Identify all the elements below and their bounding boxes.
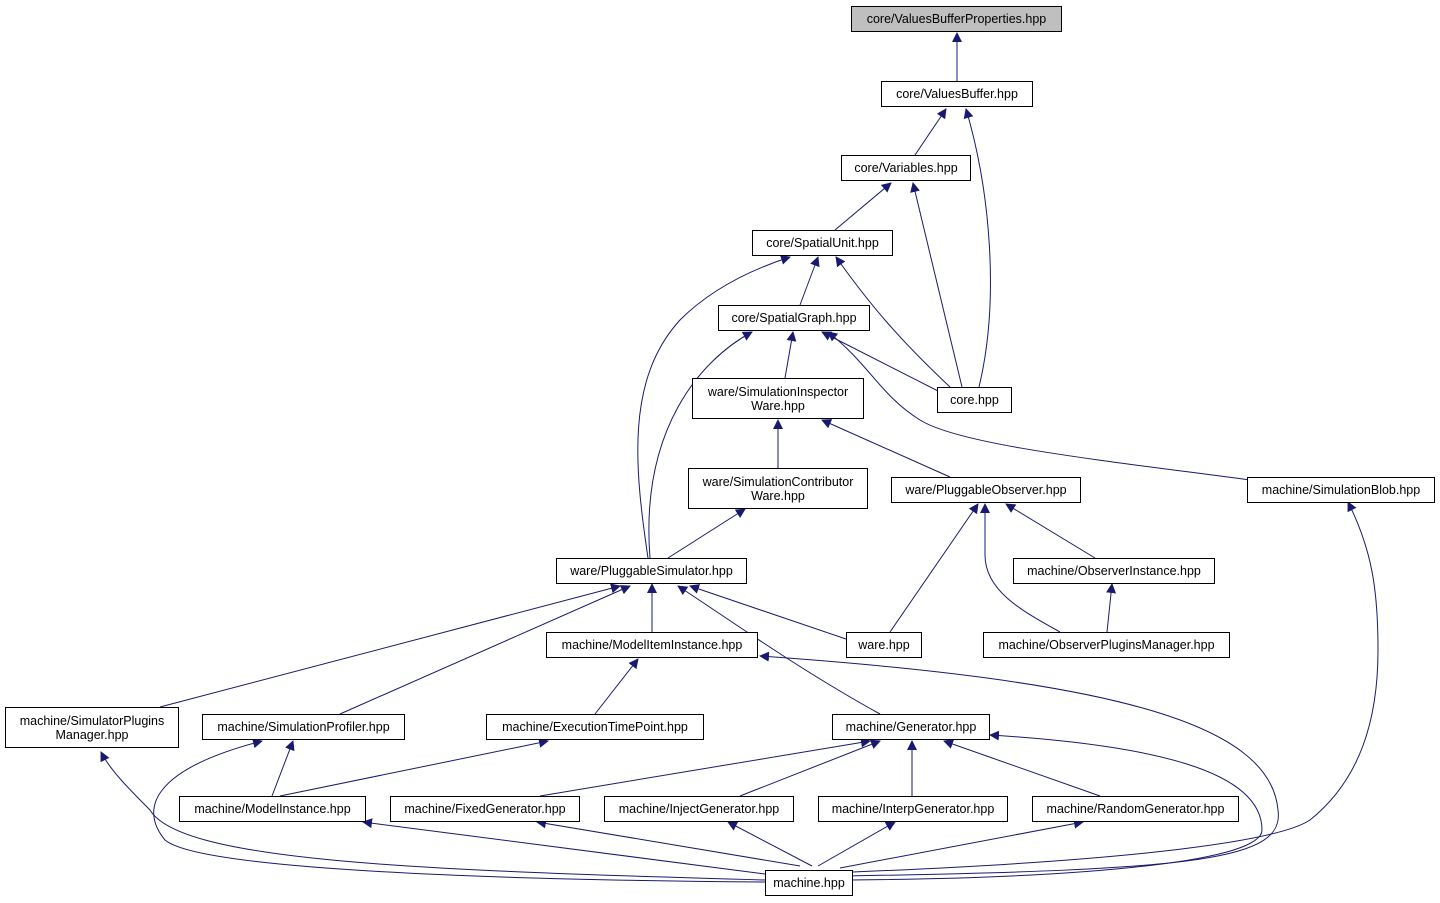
edge-mi-sp (271, 740, 295, 797)
node-machine-observerinstance[interactable]: machine/ObserverInstance.hpp (1013, 558, 1215, 584)
node-machine-randomgenerator[interactable]: machine/RandomGenerator.hpp (1032, 796, 1239, 822)
node-core-spatialunit[interactable]: core/SpatialUnit.hpp (752, 230, 893, 256)
edge-ps-scw (667, 508, 746, 559)
node-machine-observerpluginsmanager[interactable]: machine/ObserverPluginsManager.hpp (983, 632, 1230, 658)
node-machine-generator[interactable]: machine/Generator.hpp (832, 714, 990, 740)
edge-spm-ps (159, 583, 621, 708)
edge-var-vb (914, 108, 947, 156)
node-ware[interactable]: ware.hpp (846, 632, 922, 658)
edge-rg-gen (943, 739, 1101, 797)
edge-sb-sg (827, 331, 1251, 481)
edge-siw-sg (784, 331, 797, 379)
node-machine-executiontimepoint[interactable]: machine/ExecutionTimePoint.hpp (486, 714, 704, 740)
edge-ware-ps (689, 584, 847, 640)
edge-core-var (910, 182, 963, 388)
edge-fg-gen (539, 737, 871, 797)
edge-mi-etp (279, 737, 549, 797)
edge-mach-ipg (817, 821, 896, 867)
node-machine[interactable]: machine.hpp (765, 870, 853, 896)
edge-core-sg (821, 331, 941, 393)
edge-mach-spm (100, 751, 766, 881)
edge-core-vb (963, 108, 991, 388)
edge-mach-sb (852, 501, 1379, 873)
edge-oi-po (1005, 503, 1096, 559)
edge-ps-sg (648, 331, 753, 559)
node-machine-modeliteminstance[interactable]: machine/ModelItemInstance.hpp (546, 632, 758, 658)
node-core-spatialgraph[interactable]: core/SpatialGraph.hpp (718, 305, 870, 331)
edge-mach-sp (153, 738, 766, 883)
node-machine-simulationprofiler[interactable]: machine/SimulationProfiler.hpp (202, 714, 405, 740)
node-machine-interpgenerator[interactable]: machine/InterpGenerator.hpp (818, 796, 1008, 822)
edge-ps-su (637, 255, 791, 559)
node-machine-fixedgenerator[interactable]: machine/FixedGenerator.hpp (390, 796, 580, 822)
node-ware-simulationinspectorware[interactable]: ware/SimulationInspector Ware.hpp (692, 378, 864, 419)
edge-opm-po (980, 503, 1061, 633)
edge-opm-oi (1106, 583, 1117, 633)
node-core[interactable]: core.hpp (937, 387, 1012, 413)
edge-sp-ps (339, 585, 631, 715)
edge-ware-po (889, 503, 979, 633)
node-machine-simulatorpluginsmanager[interactable]: machine/SimulatorPlugins Manager.hpp (5, 707, 179, 748)
edge-sg-su (799, 256, 820, 306)
node-machine-simulationblob[interactable]: machine/SimulationBlob.hpp (1247, 477, 1435, 503)
node-ware-pluggablesimulator[interactable]: ware/PluggableSimulator.hpp (556, 558, 747, 584)
edge-gen-ps (677, 585, 881, 715)
edge-po-siw (821, 419, 951, 478)
edge-su-var (834, 182, 892, 231)
edge-mach-ig (727, 821, 813, 867)
edge-mach-mi (362, 818, 766, 875)
node-ware-simulationcontributorware[interactable]: ware/SimulationContributor Ware.hpp (688, 468, 868, 509)
node-core-valuesbufferproperties[interactable]: core/ValuesBufferProperties.hpp (851, 6, 1062, 32)
edge-ig-gen (739, 739, 881, 797)
node-core-variables[interactable]: core/Variables.hpp (841, 155, 971, 181)
node-machine-modelinstance[interactable]: machine/ModelInstance.hpp (179, 796, 366, 822)
edge-etp-mii (594, 658, 639, 715)
node-machine-injectgenerator[interactable]: machine/InjectGenerator.hpp (604, 796, 794, 822)
edge-core-su (835, 256, 951, 388)
edge-mach-rg (839, 818, 1084, 869)
edge-mach-mii (759, 651, 1279, 877)
node-core-valuesbuffer[interactable]: core/ValuesBuffer.hpp (881, 81, 1033, 107)
edge-mach-fg (536, 818, 801, 867)
edge-mach-gen (849, 730, 1263, 881)
node-ware-pluggableobserver[interactable]: ware/PluggableObserver.hpp (891, 477, 1081, 503)
